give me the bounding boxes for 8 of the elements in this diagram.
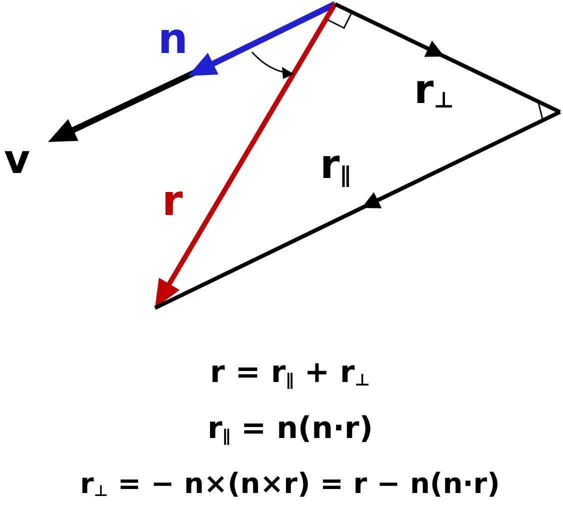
vector-label: r$_{∥}$ [320,145,351,188]
vector-label: v [4,140,30,180]
vector-label: r$_{⊥}$ [414,70,454,112]
vector-label: n [158,18,188,60]
vector-label: r [162,180,183,222]
formula: r$_{⊥}$ = − n×(n×r) = r − n(n·r) [80,470,500,500]
formula: r$_{∥}$ = n(n·r) [208,414,373,445]
formula: r = r$_{∥}$ + r$_{⊥}$ [210,358,370,389]
